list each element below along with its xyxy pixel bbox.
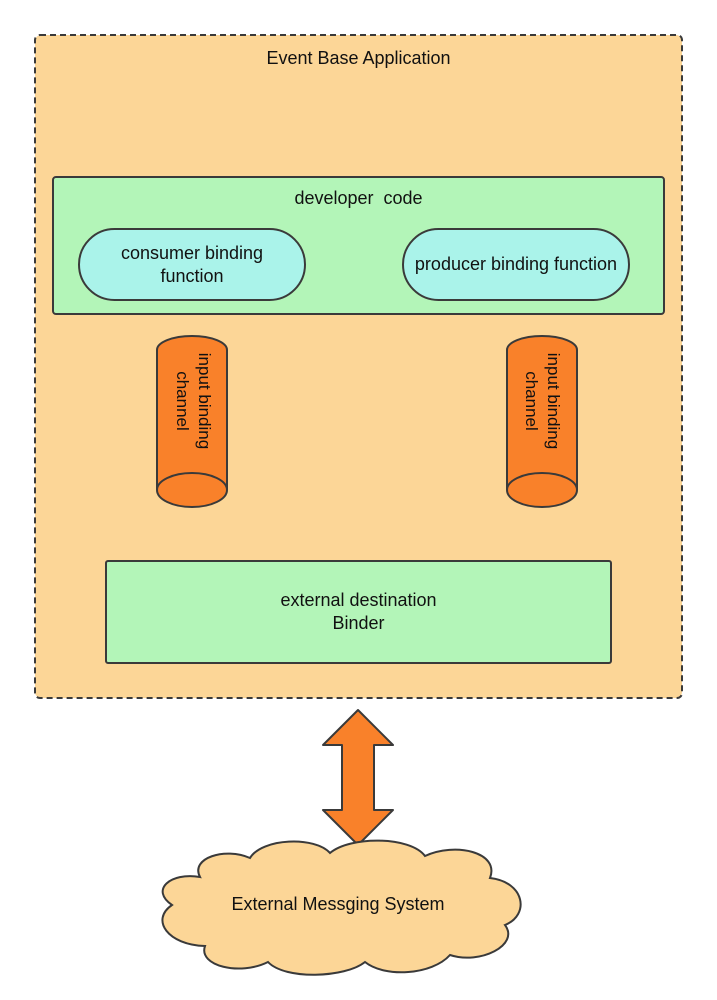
channel-right-line-1: input binding (544, 352, 563, 450)
app-boundary (34, 34, 683, 699)
binder-line-2: Binder (332, 613, 385, 633)
app-title: Event Base Application (266, 48, 451, 68)
consumer-label-line-2: function (160, 265, 224, 286)
input-channel-left-label: input binding channel (167, 326, 219, 476)
external-system-cloud (161, 839, 522, 976)
producer-binding-function: producer binding function (402, 228, 630, 301)
input-channel-left-cylinder (156, 335, 228, 508)
producer-label: producer binding function (414, 254, 618, 274)
developer-code-title: developer code (294, 188, 423, 208)
external-destination-binder: external destination Binder (105, 560, 612, 664)
bidirectional-arrow (322, 709, 394, 846)
channel-left-line-2: channel (173, 371, 192, 431)
input-channel-right-cylinder (506, 335, 578, 508)
input-channel-right-label: input binding channel (516, 326, 568, 476)
binder-line-1: external destination (280, 590, 437, 610)
channel-left-line-1: input binding (195, 352, 214, 450)
consumer-label-line-1: consumer binding (120, 242, 264, 263)
consumer-binding-function: consumer binding function (78, 228, 306, 301)
external-system-label: External Messging System (231, 894, 445, 914)
channel-right-line-2: channel (522, 371, 541, 431)
